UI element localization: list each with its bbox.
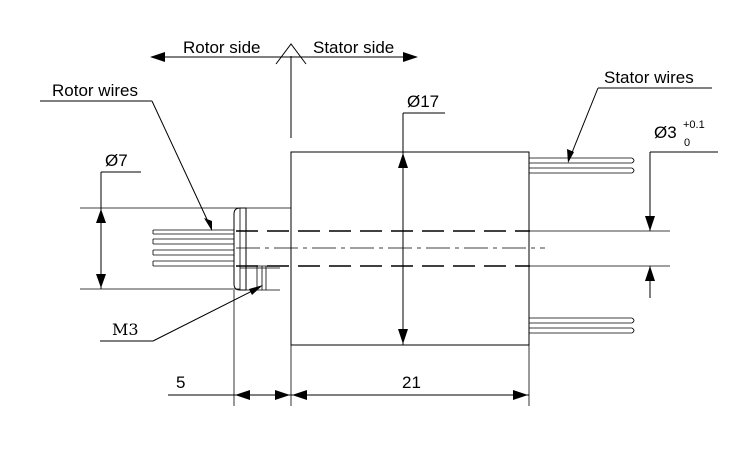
stator-wires-top	[529, 157, 635, 174]
m3-callout: M3	[100, 285, 263, 342]
bore-hidden-lines	[236, 230, 545, 267]
side-indicator: Rotor side Stator side	[150, 38, 418, 138]
dim-bore-diameter: Ø3 +0.1 0	[529, 119, 718, 298]
rotor-wires	[152, 229, 234, 267]
rotor-wires-label: Rotor wires	[52, 81, 138, 100]
rotor-wires-callout: Rotor wires	[40, 81, 212, 231]
stator-wires-bottom	[529, 317, 635, 334]
rotor-diameter-label: Ø7	[105, 151, 128, 170]
stator-wires-callout: Stator wires	[567, 68, 712, 163]
rotor-side-label: Rotor side	[183, 38, 260, 57]
dim-body-diameter: Ø17	[398, 92, 445, 345]
dim-lengths: 5 21	[168, 290, 530, 406]
stator-body	[290, 151, 530, 346]
dim-rotor-diameter: Ø7	[96, 151, 141, 289]
bore-diameter-label: Ø3	[654, 123, 677, 142]
thread-label: M3	[112, 320, 139, 339]
bore-tolerance-lower: 0	[684, 137, 690, 149]
rotor-length-label: 5	[176, 373, 185, 392]
stator-side-label: Stator side	[313, 38, 394, 57]
body-length-label: 21	[402, 373, 421, 392]
body-diameter-label: Ø17	[407, 92, 439, 111]
bore-tolerance-upper: +0.1	[683, 119, 705, 131]
stator-wires-label: Stator wires	[604, 68, 694, 87]
